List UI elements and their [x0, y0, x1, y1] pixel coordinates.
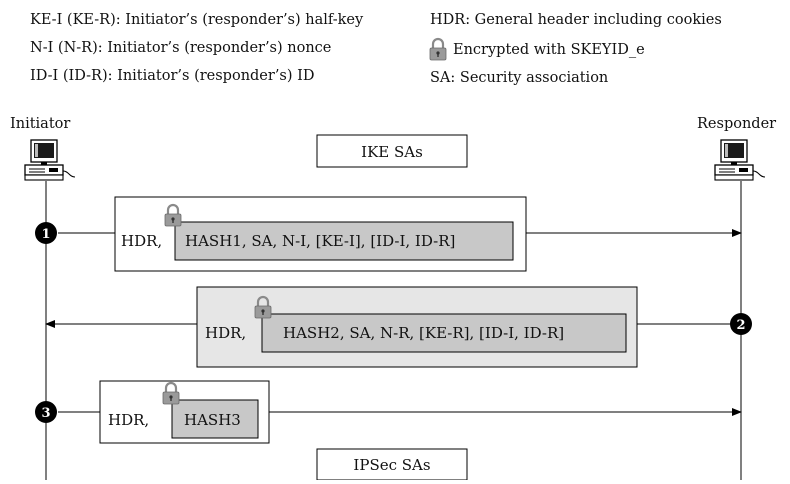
ipsec-sas-box: [316, 448, 468, 481]
message-2-encrypted: [261, 313, 627, 353]
legend-sa: SA: Security association: [430, 70, 608, 86]
step-3-number: 3: [41, 406, 50, 421]
message-3-encrypted: [171, 399, 259, 439]
step-2-badge: [730, 313, 752, 335]
responder-computer-icon: [714, 139, 766, 181]
step-3-badge: [35, 401, 57, 423]
responder-label: Responder: [697, 116, 776, 132]
legend-ke: KE-I (KE-R): Initiator’s (responder’s) h…: [30, 12, 364, 28]
legend-id: ID-I (ID-R): Initiator’s (responder’s) I…: [30, 68, 315, 84]
message-3-payload: HASH3: [184, 411, 241, 429]
initiator-computer-icon: [24, 139, 76, 181]
message-1-encrypted: [174, 221, 514, 261]
initiator-label: Initiator: [10, 116, 70, 132]
message-2-payload: HASH2, SA, N-R, [KE-R], [ID-I, ID-R]: [283, 324, 564, 342]
step-2-number: 2: [736, 318, 745, 333]
legend-encrypted: Encrypted with SKEYID_e: [453, 42, 645, 58]
message-2-hdr: HDR,: [205, 324, 246, 342]
message-1-payload: HASH1, SA, N-I, [KE-I], [ID-I, ID-R]: [185, 232, 455, 250]
ike-sas-box: [316, 134, 468, 168]
step-1-number: 1: [41, 227, 50, 242]
legend-hdr: HDR: General header including cookies: [430, 12, 722, 28]
message-3-hdr: HDR,: [108, 411, 149, 429]
message-1-hdr: HDR,: [121, 232, 162, 250]
legend-lock-icon: [428, 37, 448, 62]
ipsec-sas-label: IPSec SAs: [353, 456, 430, 474]
legend-nonce: N-I (N-R): Initiator’s (responder’s) non…: [30, 40, 331, 56]
ike-sas-label: IKE SAs: [361, 143, 423, 161]
step-1-badge: [35, 222, 57, 244]
